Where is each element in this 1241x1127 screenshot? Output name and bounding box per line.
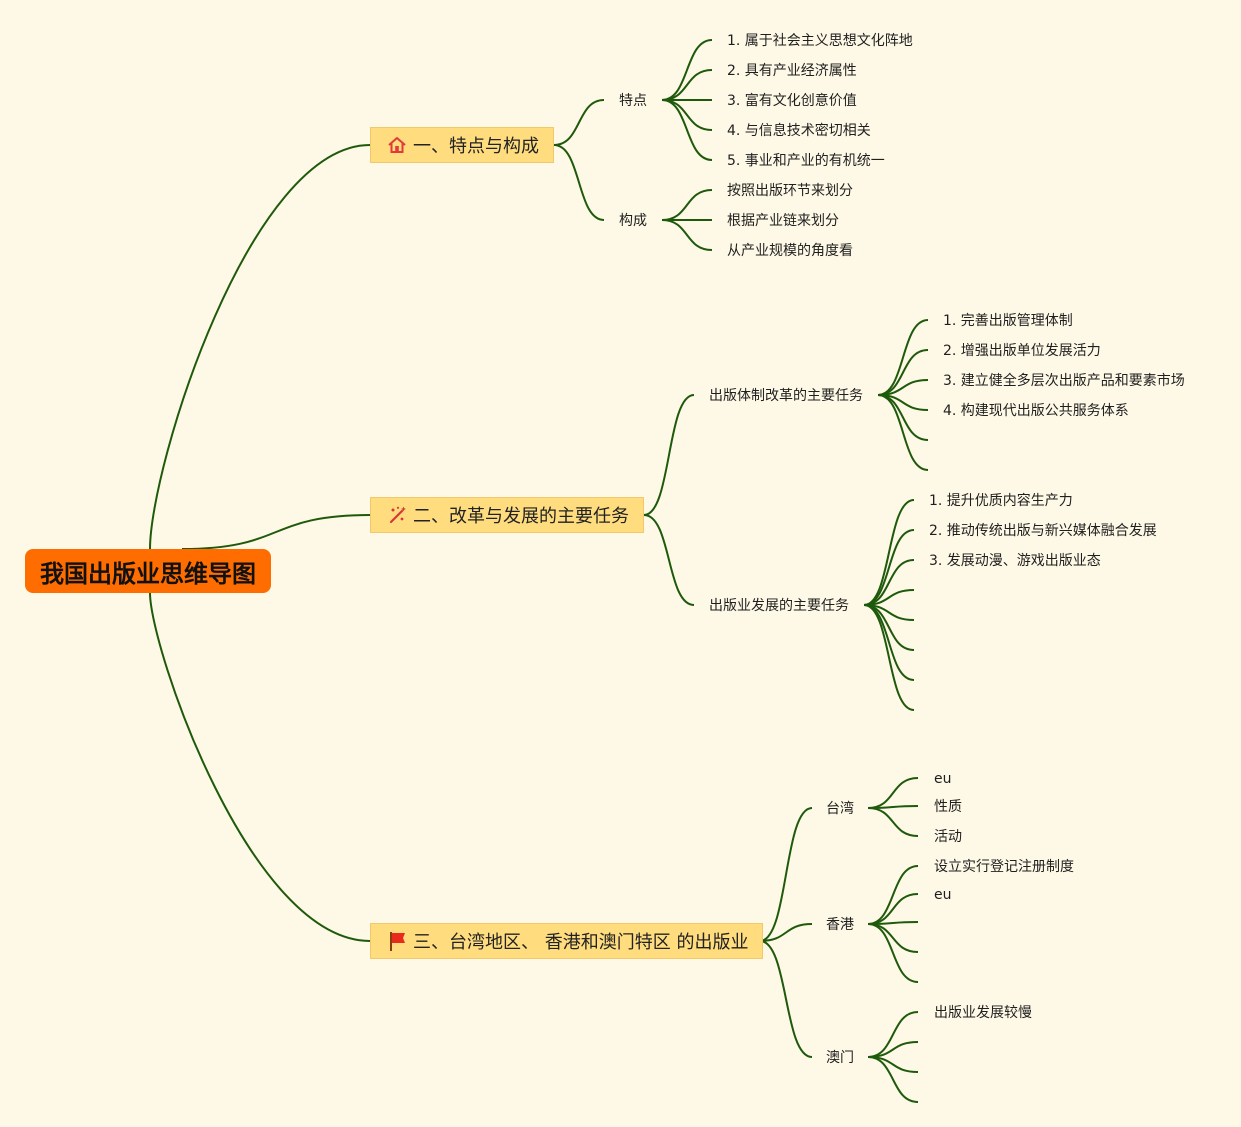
- sub-taiwan[interactable]: 台湾: [826, 800, 854, 818]
- leaf-connector-line: [661, 69, 713, 101]
- leaf-connector-line: [867, 1011, 919, 1058]
- leaf-connector-line: [867, 1056, 919, 1103]
- leaf-connector-line: [661, 219, 713, 251]
- sub-label: 澳门: [826, 1050, 854, 1066]
- leaf-item[interactable]: 2. 推动传统出版与新兴媒体融合发展: [929, 523, 1157, 539]
- sub-connector-line: [759, 923, 813, 942]
- root-connector-line: [149, 592, 371, 942]
- sub-label: 构成: [619, 213, 647, 229]
- leaf-connector-line: [661, 39, 713, 101]
- leaf-item[interactable]: 从产业规模的角度看: [727, 243, 853, 259]
- root-connector-line: [181, 514, 371, 550]
- leaf-item[interactable]: 2. 增强出版单位发展活力: [943, 343, 1101, 359]
- leaf-connector-line: [863, 499, 915, 606]
- leaf-item[interactable]: 1. 提升优质内容生产力: [929, 493, 1073, 509]
- leaf-item[interactable]: 3. 发展动漫、游戏出版业态: [929, 553, 1101, 569]
- leaf-connector-line: [867, 893, 919, 925]
- sub-industry-development-tasks[interactable]: 出版业发展的主要任务: [709, 597, 849, 615]
- sub-label: 出版业发展的主要任务: [709, 598, 849, 614]
- leaf-connector-line: [661, 99, 713, 161]
- leaf-item[interactable]: eu: [934, 771, 952, 787]
- leaf-item[interactable]: 4. 与信息技术密切相关: [727, 123, 871, 139]
- home-icon: [388, 137, 406, 153]
- sub-connector-line: [759, 807, 813, 942]
- leaf-item[interactable]: 活动: [934, 829, 962, 845]
- leaf-connector-line: [867, 923, 919, 983]
- leaf-item[interactable]: 根据产业链来划分: [727, 213, 839, 229]
- sub-hongkong[interactable]: 香港: [826, 916, 854, 934]
- sub-label: 台湾: [826, 801, 854, 817]
- branch-reform-development[interactable]: 二、改革与发展的主要任务: [370, 497, 644, 533]
- leaf-connector-line: [863, 604, 915, 681]
- leaf-item[interactable]: 出版业发展较慢: [934, 1005, 1032, 1021]
- red-flag-icon: [390, 932, 405, 951]
- leaf-item[interactable]: 2. 具有产业经济属性: [727, 63, 857, 79]
- leaf-item[interactable]: 按照出版环节来划分: [727, 183, 853, 199]
- magic-wand-icon: [389, 506, 406, 524]
- branch-label: 二、改革与发展的主要任务: [413, 506, 629, 527]
- sub-connector-line: [643, 514, 695, 606]
- root-node[interactable]: 我国出版业思维导图: [25, 549, 271, 593]
- sub-label: 出版体制改革的主要任务: [709, 388, 863, 404]
- leaf-connector-line: [867, 777, 919, 809]
- root-label: 我国出版业思维导图: [40, 559, 256, 588]
- leaf-item[interactable]: 1. 完善出版管理体制: [943, 313, 1073, 329]
- leaf-connector-line: [877, 319, 929, 396]
- leaf-connector-line: [877, 349, 929, 396]
- sub-composition[interactable]: 构成: [619, 212, 647, 230]
- leaf-item[interactable]: 5. 事业和产业的有机统一: [727, 153, 885, 169]
- leaf-item[interactable]: 设立实行登记注册制度: [934, 859, 1074, 875]
- sub-label: 香港: [826, 917, 854, 933]
- leaf-connector-line: [661, 99, 713, 131]
- branch-label: 三、台湾地区、 香港和澳门特区 的出版业: [413, 932, 749, 953]
- branch-label: 一、特点与构成: [413, 136, 539, 157]
- sub-connector-line: [643, 394, 695, 516]
- branch-taiwan-hk-macau[interactable]: 三、台湾地区、 香港和澳门特区 的出版业: [370, 923, 764, 959]
- leaf-connector-line: [863, 529, 915, 606]
- leaf-connector-line: [661, 189, 713, 221]
- sub-features[interactable]: 特点: [619, 92, 647, 110]
- sub-label: 特点: [619, 93, 647, 109]
- leaf-item[interactable]: 性质: [934, 799, 962, 815]
- root-connector-line: [149, 144, 371, 550]
- leaf-connector-line: [867, 923, 919, 953]
- leaf-connector-line: [863, 559, 915, 606]
- leaf-connector-line: [877, 394, 929, 471]
- sub-system-reform-tasks[interactable]: 出版体制改革的主要任务: [709, 387, 863, 405]
- sub-macau[interactable]: 澳门: [826, 1049, 854, 1067]
- leaf-item[interactable]: eu: [934, 887, 952, 903]
- leaf-item[interactable]: 4. 构建现代出版公共服务体系: [943, 403, 1129, 419]
- sub-connector-line: [553, 144, 605, 221]
- leaf-item[interactable]: 3. 建立健全多层次出版产品和要素市场: [943, 373, 1185, 389]
- leaf-connector-line: [867, 807, 919, 837]
- leaf-item[interactable]: 1. 属于社会主义思想文化阵地: [727, 33, 913, 49]
- leaf-connector-line: [863, 604, 915, 711]
- sub-connector-line: [759, 940, 813, 1058]
- sub-connector-line: [553, 99, 605, 146]
- leaf-item[interactable]: 3. 富有文化创意价值: [727, 93, 857, 109]
- branch-features-composition[interactable]: 一、特点与构成: [370, 127, 554, 163]
